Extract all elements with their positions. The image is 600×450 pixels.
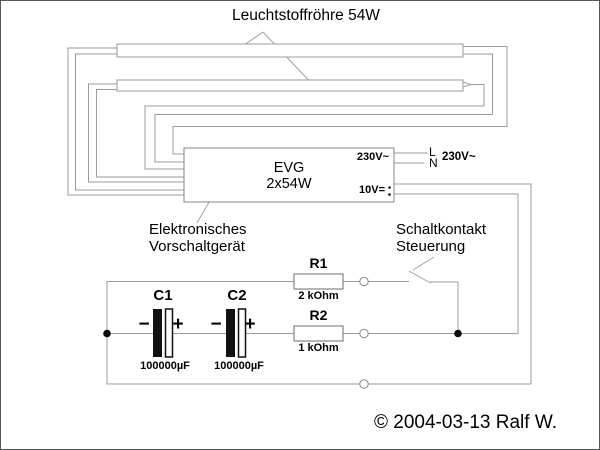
c1-plus-sign: + bbox=[172, 314, 184, 335]
fluorescent-tube-1 bbox=[116, 43, 464, 58]
c2-value-label: 100000µF bbox=[214, 360, 264, 372]
terminal-n-label: N bbox=[429, 156, 438, 170]
switch-label-line2: Steuerung bbox=[396, 238, 466, 255]
wire-tube1-right-bottom-return bbox=[154, 53, 493, 163]
evg-dc-label: 10V= bbox=[359, 184, 385, 196]
r2-value-label: 1 kOhm bbox=[298, 342, 339, 354]
r1-name-label: R1 bbox=[309, 255, 328, 271]
terminal-circle-r2 bbox=[359, 328, 369, 339]
terminal-circle-r1 bbox=[359, 276, 369, 287]
c1-positive-plate bbox=[164, 308, 174, 358]
tube-title-label: Leuchtstoffröhre 54W bbox=[232, 7, 380, 24]
r1-value-label: 2 kOhm bbox=[298, 290, 339, 302]
mains-voltage-label: 230V~ bbox=[442, 151, 476, 163]
ballast-label-line1: Elektronisches bbox=[149, 221, 247, 238]
wire-tube2-left-bottom bbox=[96, 89, 184, 178]
wire-tube1-left-top bbox=[67, 47, 184, 196]
c1-name-label: C1 bbox=[153, 287, 173, 304]
dc-terminal-dot-bottom bbox=[388, 193, 391, 196]
c2-plus-sign: + bbox=[244, 314, 256, 335]
r2-name-label: R2 bbox=[309, 307, 328, 323]
tube2-arrow-mark bbox=[462, 81, 473, 88]
c1-negative-plate bbox=[153, 309, 162, 357]
switch-blade bbox=[408, 270, 431, 284]
c2-positive-plate bbox=[237, 308, 247, 358]
c2-negative-plate bbox=[226, 309, 235, 357]
switch-label-line1: Schaltkontakt bbox=[396, 221, 487, 238]
junction-dot-switch bbox=[454, 329, 462, 338]
terminal-circle-bottom bbox=[359, 379, 369, 389]
ballast-label-line2: Vorschaltgerät bbox=[149, 238, 245, 255]
wire-10v-outer bbox=[394, 183, 532, 384]
copyright-label: © 2004-03-13 Ralf W. bbox=[374, 412, 557, 433]
junction-dot-left-bus bbox=[103, 329, 111, 338]
c2-name-label: C2 bbox=[227, 287, 247, 304]
wire-10v-inner bbox=[394, 193, 519, 334]
leader-switch bbox=[412, 256, 435, 271]
wire-switch-to-junction bbox=[430, 281, 459, 334]
evg-mains-label: 230V~ bbox=[356, 151, 389, 163]
fluorescent-tube-2 bbox=[116, 79, 464, 92]
resistor-r2 bbox=[293, 325, 344, 342]
wire-tube2-right-return bbox=[144, 84, 485, 170]
dc-terminal-dot-top bbox=[388, 186, 391, 189]
c2-minus-sign: − bbox=[210, 314, 222, 335]
terminal-l-label: L bbox=[429, 145, 436, 159]
wire-tube2-left-top bbox=[88, 83, 184, 183]
c1-minus-sign: − bbox=[138, 314, 150, 335]
wire-tube1-right-top-return bbox=[172, 46, 508, 155]
wire-tube1-left-bottom bbox=[75, 53, 184, 191]
evg-rating-label: 2x54W bbox=[266, 176, 312, 192]
evg-name-label: EVG bbox=[273, 160, 305, 176]
resistor-r1 bbox=[293, 273, 344, 290]
leader-tube2 bbox=[262, 31, 316, 88]
c1-value-label: 100000µF bbox=[140, 360, 190, 372]
evg-box bbox=[183, 147, 395, 203]
